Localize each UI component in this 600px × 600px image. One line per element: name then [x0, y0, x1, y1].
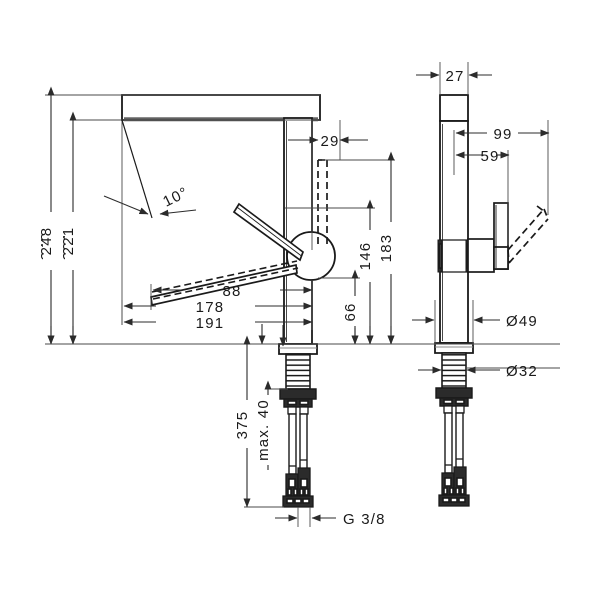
- front-spout-arm: [121, 94, 321, 122]
- side-threaded-shank: [441, 352, 467, 389]
- dimension-label-375: 375: [234, 411, 251, 440]
- dimension-label-88: 88: [222, 283, 241, 300]
- dimension-146: 146: [357, 199, 379, 345]
- dimension-label-g38: G 3/8: [343, 511, 386, 528]
- front-body-column: [283, 117, 313, 345]
- dimension-label-max40: max. 40: [255, 399, 272, 461]
- front-lever-down-dashed: [151, 260, 299, 300]
- dimension-label-183: 183: [378, 234, 395, 263]
- deck-line-arrows-right: [351, 326, 395, 345]
- deck-line-arrows-front: [258, 324, 287, 347]
- side-view-geometry: [434, 94, 549, 507]
- dimension-g38: G 3/8: [275, 511, 386, 528]
- side-hose-fittings: [438, 466, 470, 507]
- dimension-label-d32: Ø32: [506, 363, 538, 380]
- front-lever-down-solid: [150, 263, 298, 307]
- dimension-label-178: 178: [196, 299, 225, 316]
- side-lever-dashed: [507, 205, 549, 264]
- side-base-escutcheon: [434, 342, 474, 354]
- deck-line-arrows-left: [47, 326, 77, 345]
- side-lever-block: [467, 202, 509, 273]
- dimension-248-text: 248: [38, 227, 55, 256]
- dimension-label-59: 59: [480, 148, 499, 165]
- dimension-183: 183: [378, 151, 400, 345]
- dimension-99: 99: [455, 126, 550, 143]
- label-248: 248: [38, 227, 55, 256]
- front-base-escutcheon: [278, 343, 318, 355]
- front-hose-fittings: [282, 467, 314, 508]
- dimension-29: 29: [288, 133, 368, 150]
- dimension-label-99: 99: [493, 126, 512, 143]
- dimension-label-191: 191: [196, 315, 225, 332]
- dimension-88: 88: [152, 283, 313, 300]
- dimension-label-d49: Ø49: [506, 313, 538, 330]
- dimension-d32: Ø32: [418, 363, 538, 380]
- dimension-375: 375: [234, 335, 256, 508]
- label-221: 221: [60, 227, 77, 256]
- dimension-59: 59: [455, 148, 510, 165]
- dimension-178: 178: [123, 299, 313, 316]
- front-mounting-nut: [279, 388, 317, 415]
- dimension-label-66: 66: [342, 302, 359, 321]
- dimension-label-146: 146: [357, 242, 374, 271]
- dimension-d49: Ø49: [412, 313, 538, 330]
- front-lever-pivot: [286, 231, 336, 281]
- front-threaded-shank: [285, 353, 311, 390]
- dimension-max40: max. 40: [255, 380, 277, 470]
- dimtext-masks: [43, 212, 82, 270]
- dimension-191: 191: [123, 315, 313, 332]
- dimension-label-29: 29: [320, 133, 339, 150]
- dimension-27: 27: [416, 68, 492, 85]
- dimension-label-27: 27: [445, 68, 464, 85]
- dimension-221-text: 221: [60, 227, 77, 256]
- front-lever-up-solid: [232, 202, 305, 262]
